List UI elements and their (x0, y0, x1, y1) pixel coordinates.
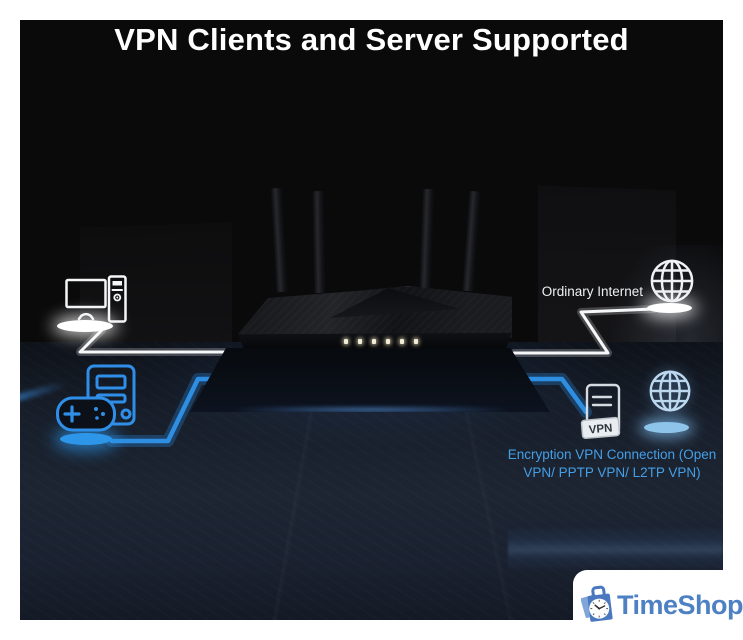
router-antenna (312, 190, 326, 294)
floor-glow-band (508, 525, 723, 573)
led-indicator (400, 338, 404, 344)
glow-ellipse (57, 320, 113, 332)
router-platform (190, 348, 550, 412)
router-led-row (344, 338, 418, 344)
page-title: VPN Clients and Server Supported (114, 22, 629, 57)
glow-ellipse (647, 303, 692, 313)
vpn-caption-line2: VPN/ PPTP VPN/ L2TP VPN) (523, 465, 701, 480)
connection-line-glow (76, 326, 238, 356)
vpn-diagram-scene: VPN Ordinary Internet Encryption VPN Con… (20, 20, 723, 620)
vpn-badge-label: VPN (588, 422, 613, 436)
connection-line-white (78, 328, 236, 354)
desktop-computer-icon (65, 275, 127, 323)
glow-ellipse (60, 433, 112, 445)
vpn-server-icon: VPN (580, 383, 621, 439)
globe-icon (649, 370, 691, 412)
brand-watermark: TimeShop (573, 570, 743, 640)
led-indicator (414, 338, 418, 344)
ordinary-internet-label: Ordinary Internet (541, 284, 643, 299)
led-indicator (372, 338, 376, 344)
shopping-bag-clock-icon (581, 585, 613, 622)
led-indicator (358, 338, 362, 344)
vpn-connection-caption: Encryption VPN Connection (Open VPN/ PPT… (478, 446, 723, 482)
led-indicator (386, 338, 390, 344)
vpn-caption-line1: Encryption VPN Connection (Open (507, 447, 717, 462)
globe-icon (650, 259, 694, 303)
brand-name: TimeShop (616, 589, 743, 620)
connection-line-white (512, 307, 656, 355)
led-indicator (344, 338, 348, 344)
gaming-pc-gamepad-icon (56, 364, 136, 432)
glow-ellipse (644, 422, 689, 433)
